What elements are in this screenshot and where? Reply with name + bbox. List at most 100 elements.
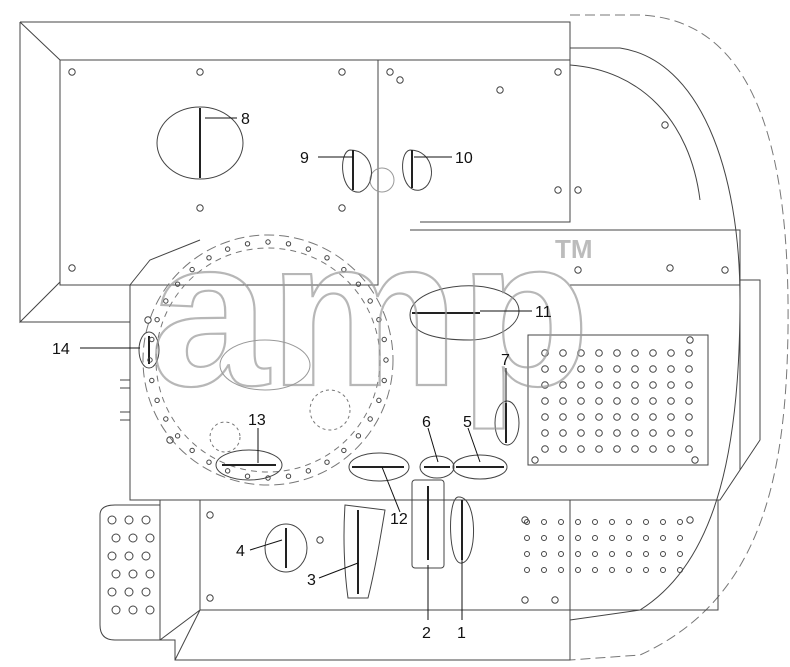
bolt-hole: [577, 381, 585, 389]
bolt-hole: [575, 519, 581, 525]
bolt-hole: [686, 516, 694, 524]
bolt-hole: [649, 365, 657, 373]
side-fittings: [120, 379, 130, 421]
bolt-hole: [531, 456, 539, 464]
bolt-hole: [206, 594, 214, 602]
bolt-hole: [163, 416, 169, 422]
vent-grille: [527, 334, 709, 466]
bolt-hole: [631, 445, 639, 453]
trademark-mark: TM: [555, 234, 593, 264]
bolt-hole: [626, 551, 632, 557]
bolt-hole: [661, 121, 669, 129]
lower-panel: [199, 499, 719, 611]
bolt-hole: [124, 551, 134, 561]
bolt-hole: [685, 397, 693, 405]
bolt-hole: [559, 397, 567, 405]
bolt-hole: [111, 533, 121, 543]
bolt-hole: [592, 567, 598, 573]
cover-oval-mid: [219, 339, 311, 391]
bolt-hole: [613, 413, 621, 421]
bolt-hole: [196, 204, 204, 212]
bolt-hole: [631, 429, 639, 437]
bolt-hole: [649, 445, 657, 453]
bolt-hole: [551, 596, 559, 604]
cover-7: [494, 400, 520, 446]
cab-outline-inner: [569, 47, 741, 621]
bolt-hole: [189, 447, 195, 454]
bolt-hole: [524, 519, 530, 525]
bolt-hole: [145, 569, 155, 579]
bolt-hole: [128, 533, 138, 543]
bolt-hole: [559, 365, 567, 373]
bolt-hole: [206, 255, 212, 261]
pedal-plate: [99, 504, 161, 641]
bolt-hole: [574, 186, 582, 194]
floor-plate-drawing: [19, 14, 789, 661]
bolt-hole: [558, 567, 564, 573]
bolt-hole: [631, 365, 639, 373]
bolt-hole: [559, 445, 567, 453]
cover-3: [343, 504, 386, 599]
bolt-hole: [677, 519, 683, 525]
bolt-hole: [592, 535, 598, 541]
bolt-hole: [613, 429, 621, 437]
cover-9: [342, 149, 372, 193]
bolt-hole: [174, 433, 181, 439]
bolt-hole: [595, 429, 603, 437]
bolt-hole: [244, 241, 251, 247]
bolt-hole: [355, 433, 362, 439]
bolt-hole: [595, 445, 603, 453]
bolt-hole: [721, 266, 729, 274]
bolt-hole: [592, 519, 598, 525]
cover-5: [452, 454, 508, 480]
center-hub: [309, 389, 351, 431]
bolt-hole: [631, 397, 639, 405]
bolt-hole: [554, 68, 562, 76]
bolt-hole: [559, 429, 567, 437]
bolt-hole: [677, 535, 683, 541]
access-hole: [369, 167, 395, 193]
lower-panel-bevel: [159, 499, 571, 661]
bolt-hole: [383, 357, 389, 363]
bolt-hole: [686, 336, 694, 344]
bolt-hole: [147, 357, 153, 363]
bolt-hole: [649, 429, 657, 437]
bolt-hole: [609, 535, 615, 541]
bolt-hole: [577, 397, 585, 405]
bolt-hole: [660, 551, 666, 557]
bolt-hole: [338, 68, 346, 76]
bolt-hole: [667, 349, 675, 357]
bolt-hole: [643, 535, 649, 541]
bolt-holes: [68, 68, 729, 615]
bolt-hole: [595, 397, 603, 405]
bolt-hole: [107, 587, 117, 597]
bolt-hole: [111, 569, 121, 579]
bolt-hole: [643, 567, 649, 573]
bolt-hole: [107, 551, 117, 561]
bolt-hole: [666, 264, 674, 272]
bolt-hole: [396, 76, 404, 84]
bolt-hole: [381, 336, 387, 343]
bolt-hole: [381, 377, 387, 384]
bolt-hole: [376, 316, 382, 323]
bolt-hole: [107, 515, 117, 525]
bolt-hole: [128, 569, 138, 579]
bolt-hole: [631, 381, 639, 389]
bolt-hole: [224, 468, 231, 474]
bolt-hole: [145, 605, 155, 615]
bolt-hole: [559, 381, 567, 389]
bolt-hole: [111, 605, 121, 615]
bolt-hole: [541, 413, 549, 421]
cab-outline-dashed: [569, 14, 789, 661]
bolt-hole: [355, 281, 362, 287]
cover-12: [348, 452, 410, 482]
watermark-text: amp: [150, 195, 590, 430]
callout-9: 9: [300, 150, 309, 167]
bolt-hole: [524, 567, 530, 573]
cab-outline-inner2: [569, 64, 701, 201]
bolt-hole: [141, 515, 151, 525]
bolt-hole: [609, 519, 615, 525]
callout-7: 7: [501, 352, 510, 369]
bolt-hole: [206, 511, 214, 519]
bolt-hole: [149, 336, 155, 343]
